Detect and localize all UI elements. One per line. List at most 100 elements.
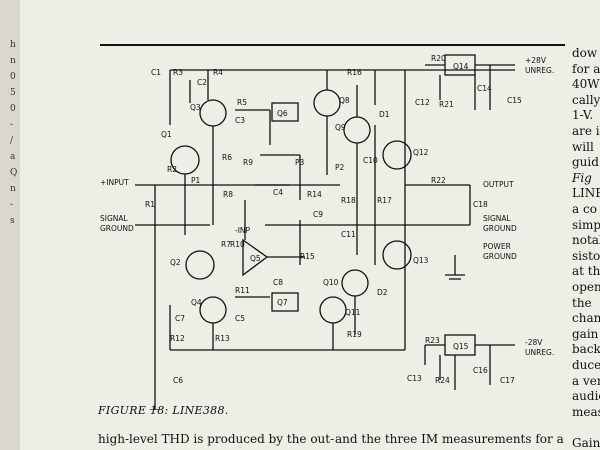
right-column-line: Fig [572,170,592,185]
label-c5: C5 [235,314,245,323]
margin-fragment: 0 [10,104,16,114]
right-column-line: gain [572,326,599,341]
label-q13: Q13 [413,256,429,265]
margin-fragment: n [10,184,16,194]
pos-supply-l2: UNREG. [525,66,554,75]
label-d2: D2 [377,288,388,297]
label-c17: C17 [500,376,515,385]
label-c6: C6 [173,376,183,385]
label-r19: R19 [347,330,362,339]
power-ground-l2: GROUND [483,252,517,261]
label-r5: R5 [237,98,247,107]
right-column-line: duces [572,358,600,372]
label-r9: R9 [243,158,253,167]
right-column-line: sisto [572,248,600,263]
label-c4: C4 [273,188,283,197]
label-p3: P3 [295,158,305,167]
label-r22: R22 [431,176,446,185]
neg-supply-l1: -28V [525,338,543,347]
label-q4: Q4 [191,298,202,307]
label-q7: Q7 [277,298,288,307]
right-column-line: guid [572,155,599,170]
label-r17: R17 [377,196,392,205]
label-r12: R12 [170,334,185,343]
label-r10: R10 [230,240,245,249]
label-r3: R3 [173,68,183,77]
label-r2: R2 [167,165,177,174]
circuit-schematic: C1 R3 C2 R4 Q3 R5 C3 Q6 Q1 R6 R9 P3 R2 P… [100,44,565,410]
right-column-line: back [572,342,600,357]
label-r11: R11 [235,286,250,295]
net-labels: +INPUT SIGNAL GROUND OUTPUT SIGNAL GROUN… [100,56,554,357]
right-column-line: a co [572,202,597,216]
margin-fragment: h [10,40,16,50]
label-r4: R4 [213,68,223,77]
label-q6: Q6 [277,109,288,118]
label-c18: C18 [473,200,488,209]
right-column-line: cally [572,92,600,107]
label-r8: R8 [223,190,233,199]
signal-ground-left-l2: GROUND [100,224,134,233]
right-column-line: dow [572,46,598,60]
right-column-line: open [572,280,600,294]
label-r23: R23 [425,336,440,345]
right-column-line: 1-V. [572,108,594,123]
component-labels: C1 R3 C2 R4 Q3 R5 C3 Q6 Q1 R6 R9 P3 R2 P… [145,54,522,385]
label-c1: C1 [151,68,161,77]
label-r16: R16 [347,68,362,77]
margin-fragment: Q [10,168,18,178]
neg-supply-l2: UNREG. [525,348,554,357]
label-q15: Q15 [453,342,469,351]
label-c13: C13 [407,374,422,383]
right-column-line: 40W [572,77,600,92]
margin-fragment: s [10,216,15,226]
right-column-line: for a [572,61,600,76]
right-column-line: will [572,139,594,154]
margin-fragment: 0 [10,72,16,82]
label-c9: C9 [313,210,323,219]
label-r7: R7 [221,240,231,249]
input-label: +INPUT [100,178,129,187]
label-c11: C11 [341,230,356,239]
label-r14: R14 [307,190,322,199]
pos-supply-l1: +28V [525,56,547,65]
label-q5: Q5 [250,254,261,263]
signal-ground-left-l1: SIGNAL [100,214,129,223]
margin-fragment: 5 [10,88,16,98]
right-column-line: the [572,295,592,310]
schematic-wires [100,44,565,410]
label-r13: R13 [215,334,230,343]
label-q1: Q1 [161,130,172,139]
label-q12: Q12 [413,148,429,157]
margin-fragment: a [10,152,16,162]
signal-ground-right-l2: GROUND [483,224,517,233]
label-d1: D1 [379,110,390,119]
label-q10: Q10 [323,278,339,287]
margin-fragment: n [10,56,16,66]
right-column-line: notal [572,233,600,248]
label-r15: R15 [300,252,315,261]
label-c8: C8 [273,278,283,287]
label-r1: R1 [145,200,155,209]
label-c2: C2 [197,78,207,87]
label-p1: P1 [191,176,201,185]
label-q2: Q2 [170,258,181,267]
right-column-line: measu [572,404,600,419]
margin-fragment: / [10,136,14,146]
label-r6: R6 [222,153,232,162]
power-ground-l1: POWER [483,242,511,251]
label-r24: R24 [435,376,450,385]
right-column-line: Gain: [572,436,600,450]
body-text-left: high-level THD is produced by the out- [98,432,335,446]
label-r21: R21 [439,100,454,109]
right-column-line: at the [572,264,600,279]
label-p2: P2 [335,163,345,172]
label-c15: C15 [507,96,522,105]
label-q9: Q9 [335,123,346,132]
right-column-line: simp [572,217,600,232]
